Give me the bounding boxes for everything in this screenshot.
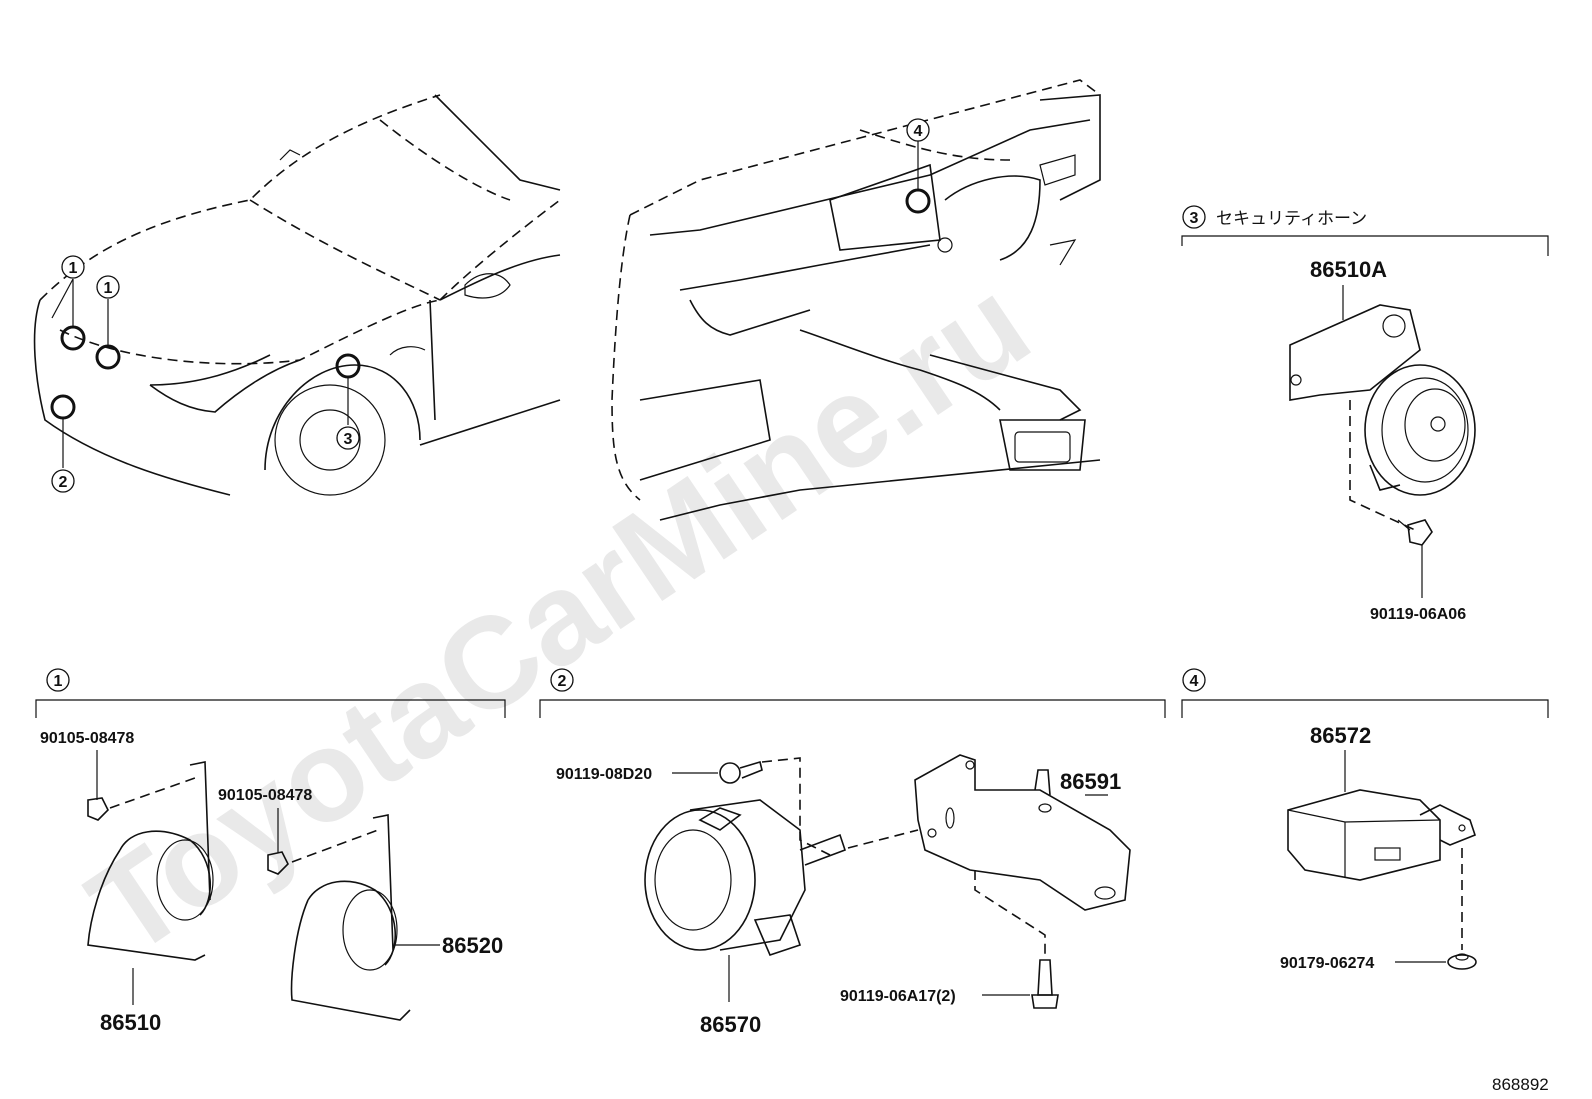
svg-text:1: 1 [104, 280, 113, 297]
section-1-horns: 1 90105-08478 86510 90105-08478 86520 [35, 668, 506, 1035]
callout-3: 3 [336, 426, 360, 450]
part-86570-label: 86570 [700, 1012, 761, 1037]
svg-text:1: 1 [69, 260, 78, 277]
svg-text:3: 3 [344, 431, 353, 448]
svg-text:2: 2 [558, 673, 567, 690]
section-3-title: セキュリティホーン [1216, 209, 1367, 228]
part-90119-06A17-label: 90119-06A17(2) [840, 988, 956, 1005]
part-86510-label: 86510 [100, 1010, 161, 1035]
svg-text:2: 2 [59, 474, 68, 491]
svg-text:3: 3 [1190, 210, 1199, 227]
part-90119-06A06-label: 90119-06A06 [1370, 606, 1466, 623]
part-90105-08478-b-label: 90105-08478 [218, 787, 312, 804]
part-90179-06274-label: 90179-06274 [1280, 955, 1374, 972]
part-86591-label: 86591 [1060, 769, 1121, 794]
svg-text:1: 1 [54, 673, 63, 690]
dashboard-illustration [611, 79, 1101, 521]
diagram-id: 868892 [1492, 1075, 1549, 1094]
svg-text:4: 4 [1190, 673, 1199, 690]
callout-1a: 1 [61, 255, 85, 279]
part-86520-label: 86520 [442, 933, 503, 958]
part-86510A-label: 86510A [1310, 257, 1387, 282]
car-front-illustration [33, 94, 561, 496]
part-90119-08D20-label: 90119-08D20 [556, 766, 652, 783]
section-4-module: 4 86572 90179-06274 [1181, 668, 1549, 972]
section-3-security-horn: 3 セキュリティホーン 86510A 90119-06A06 [1181, 205, 1549, 623]
part-86572-label: 86572 [1310, 723, 1371, 748]
callout-1b: 1 [96, 275, 120, 299]
svg-text:4: 4 [914, 123, 923, 140]
callout-4: 4 [906, 118, 930, 142]
part-90105-08478-a-label: 90105-08478 [40, 730, 134, 747]
section-2-sensor: 2 90119-08D20 86570 86591 90119-06A17(2) [539, 668, 1166, 1037]
callout-2: 2 [51, 469, 75, 493]
